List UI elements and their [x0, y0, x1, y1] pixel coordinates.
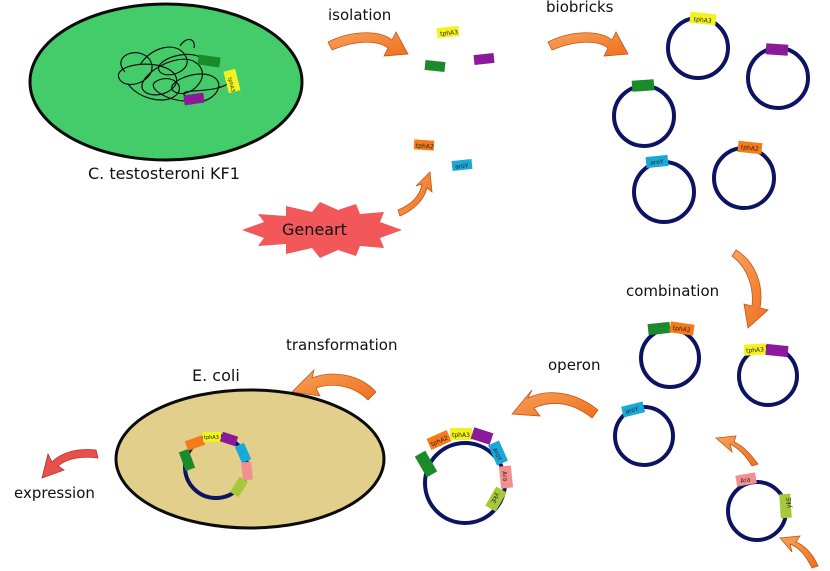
tag-ara-c4 — [735, 472, 757, 487]
op-ara — [498, 465, 514, 489]
arrow-biobricks — [547, 31, 629, 57]
tag-tphA2-c1 — [669, 321, 695, 336]
op-ykE — [485, 486, 507, 512]
label-expression: expression — [14, 484, 95, 502]
label-isolation: isolation — [328, 6, 392, 24]
chromosome-tangle — [117, 38, 231, 103]
hp-ykE — [229, 476, 249, 498]
plasmid-purple — [746, 46, 810, 110]
text-aroY-frag: aroY — [455, 162, 469, 170]
label-operon: operon — [548, 356, 601, 374]
hp-tphA3 — [203, 432, 221, 442]
label-geneart: Geneart — [282, 220, 347, 239]
text-tphA3-bb: tphA3 — [693, 16, 712, 25]
text-aroY-op: aroY — [491, 447, 503, 462]
fragment-tphA2 — [413, 139, 435, 151]
text-ara-op: Ara — [500, 471, 508, 482]
fragment-purple — [473, 52, 495, 66]
text-aroY-bb: aroY — [650, 158, 664, 166]
hp-green — [178, 448, 196, 472]
arrow-to-plasmid — [715, 435, 759, 467]
fragment-aroY — [451, 158, 473, 172]
text-tphA2-bb: tphA2 — [741, 144, 760, 153]
isolated-fragments — [413, 25, 495, 172]
combined-plasmids — [613, 327, 799, 542]
text-ara-c4: Ara — [740, 476, 752, 485]
hp-ara — [241, 461, 253, 481]
op-tphA2 — [426, 430, 452, 450]
op-green — [414, 450, 438, 478]
op-purple — [470, 427, 494, 445]
tag-green-chromosome — [197, 54, 221, 68]
plasmid-tphA2 — [712, 146, 776, 210]
hp-tphA2 — [184, 435, 206, 451]
label-source-organism: C. testosteroni KF1 — [88, 164, 240, 183]
arrow-bottom-right — [779, 535, 819, 569]
text-ykE-op: ykE — [489, 491, 501, 504]
tag-purple-c2 — [765, 343, 789, 358]
tag-green-c1 — [647, 321, 671, 336]
hp-purple — [219, 431, 239, 447]
plasmid-ara-ykE — [726, 480, 788, 542]
tag-tphA3-c2 — [743, 343, 767, 356]
plasmid-green-tphA2 — [639, 327, 701, 389]
text-tphA2-frag: tphA2 — [416, 142, 435, 150]
fragment-green — [424, 59, 446, 73]
plasmid-green — [612, 84, 676, 148]
text-tphA3-host: tphA3 — [204, 435, 219, 441]
arrow-operon — [511, 389, 599, 419]
operon-plasmid — [414, 427, 514, 525]
text-tphA3-c2: tphA3 — [746, 346, 765, 354]
arrow-isolation — [327, 31, 409, 57]
op-tphA3 — [450, 428, 472, 440]
expression-arrow — [41, 449, 99, 479]
tag-aroY-c3 — [621, 401, 646, 418]
biobrick-tags — [631, 11, 789, 169]
tag-aroY-bb — [645, 154, 669, 169]
chromosome-tags — [183, 54, 241, 106]
text-tphA3-chrom: tphA3 — [226, 77, 235, 93]
plasmid-aroY — [632, 160, 696, 224]
plasmid-tphA3-purple — [737, 345, 799, 407]
tag-tphA3-chromosome — [223, 68, 241, 94]
label-biobricks: biobricks — [546, 0, 614, 16]
tag-tphA3-bb — [689, 11, 717, 26]
combined-tags — [621, 321, 792, 519]
arrow-combination — [731, 249, 769, 329]
plasmid-tphA3 — [666, 16, 730, 80]
fragment-tphA3 — [436, 25, 460, 39]
tag-purple-bb — [765, 43, 789, 56]
text-aroY-c3: aroY — [625, 406, 640, 416]
source-cell — [28, 2, 304, 162]
tag-purple-chromosome — [183, 92, 205, 106]
plasmid-aroY-single — [613, 405, 675, 467]
label-transformation: transformation — [286, 336, 398, 354]
tag-ykE-c4 — [779, 493, 792, 519]
text-tphA3-frag: tphA3 — [440, 29, 459, 38]
workflow-arrows — [291, 31, 819, 569]
tag-tphA2-bb — [737, 140, 763, 155]
text-tphA3-op: tphA3 — [452, 432, 470, 439]
text-ykE-c4: ykE — [786, 497, 793, 508]
op-aroY — [488, 440, 508, 466]
label-combination: combination — [626, 282, 720, 300]
label-host: E. coli — [192, 366, 240, 385]
arrow-geneart — [397, 171, 433, 217]
hp-aroY — [234, 442, 252, 464]
host-plasmid — [178, 431, 253, 500]
tag-green-bb — [631, 79, 655, 92]
text-tphA2-c1: tphA2 — [672, 325, 691, 334]
geneart-burst — [242, 202, 402, 258]
